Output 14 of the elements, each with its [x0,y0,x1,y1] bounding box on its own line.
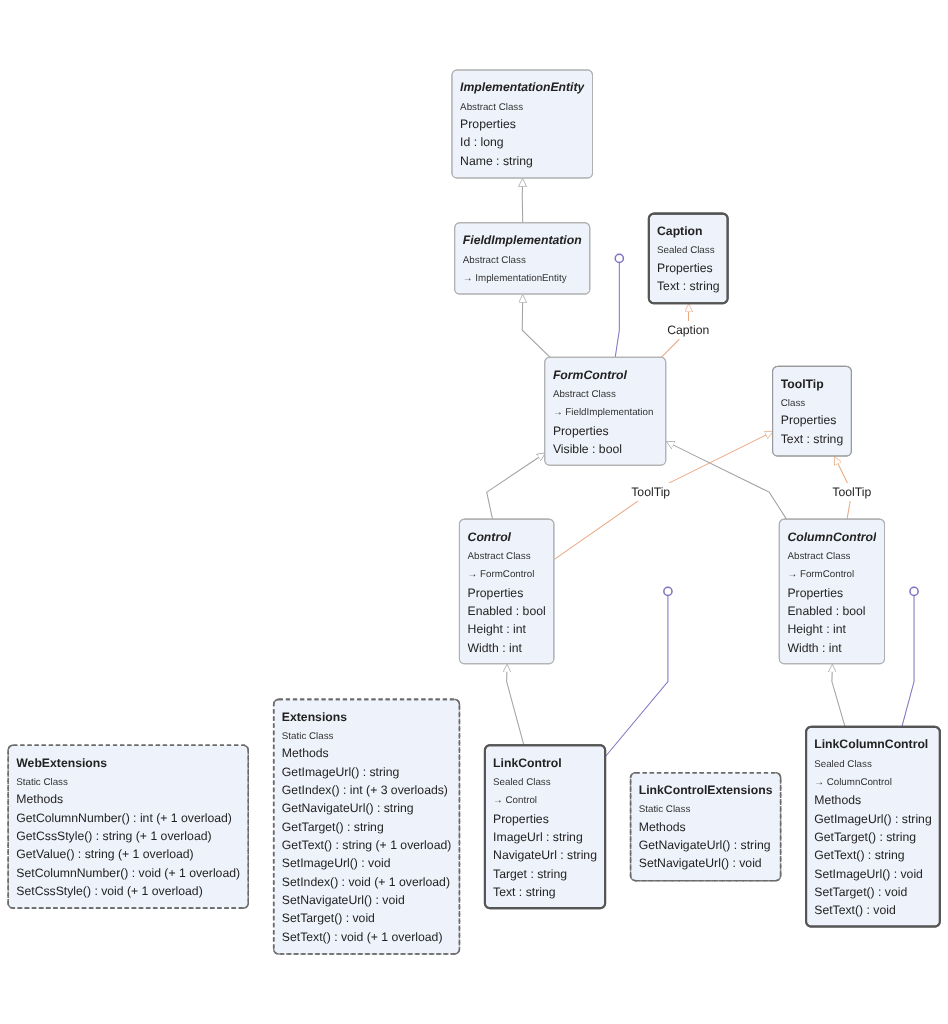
arrow [486,452,546,521]
connector [614,262,620,359]
connector [605,595,669,757]
arrow [553,431,774,560]
connector [901,595,915,728]
arrow [518,178,527,224]
arrow [834,456,853,521]
node-circle [663,586,673,597]
arrow [827,663,846,728]
arrow [518,294,551,359]
node-circle [909,586,919,597]
node-circle [614,253,625,264]
arrow [665,441,788,521]
arrow [502,663,525,747]
